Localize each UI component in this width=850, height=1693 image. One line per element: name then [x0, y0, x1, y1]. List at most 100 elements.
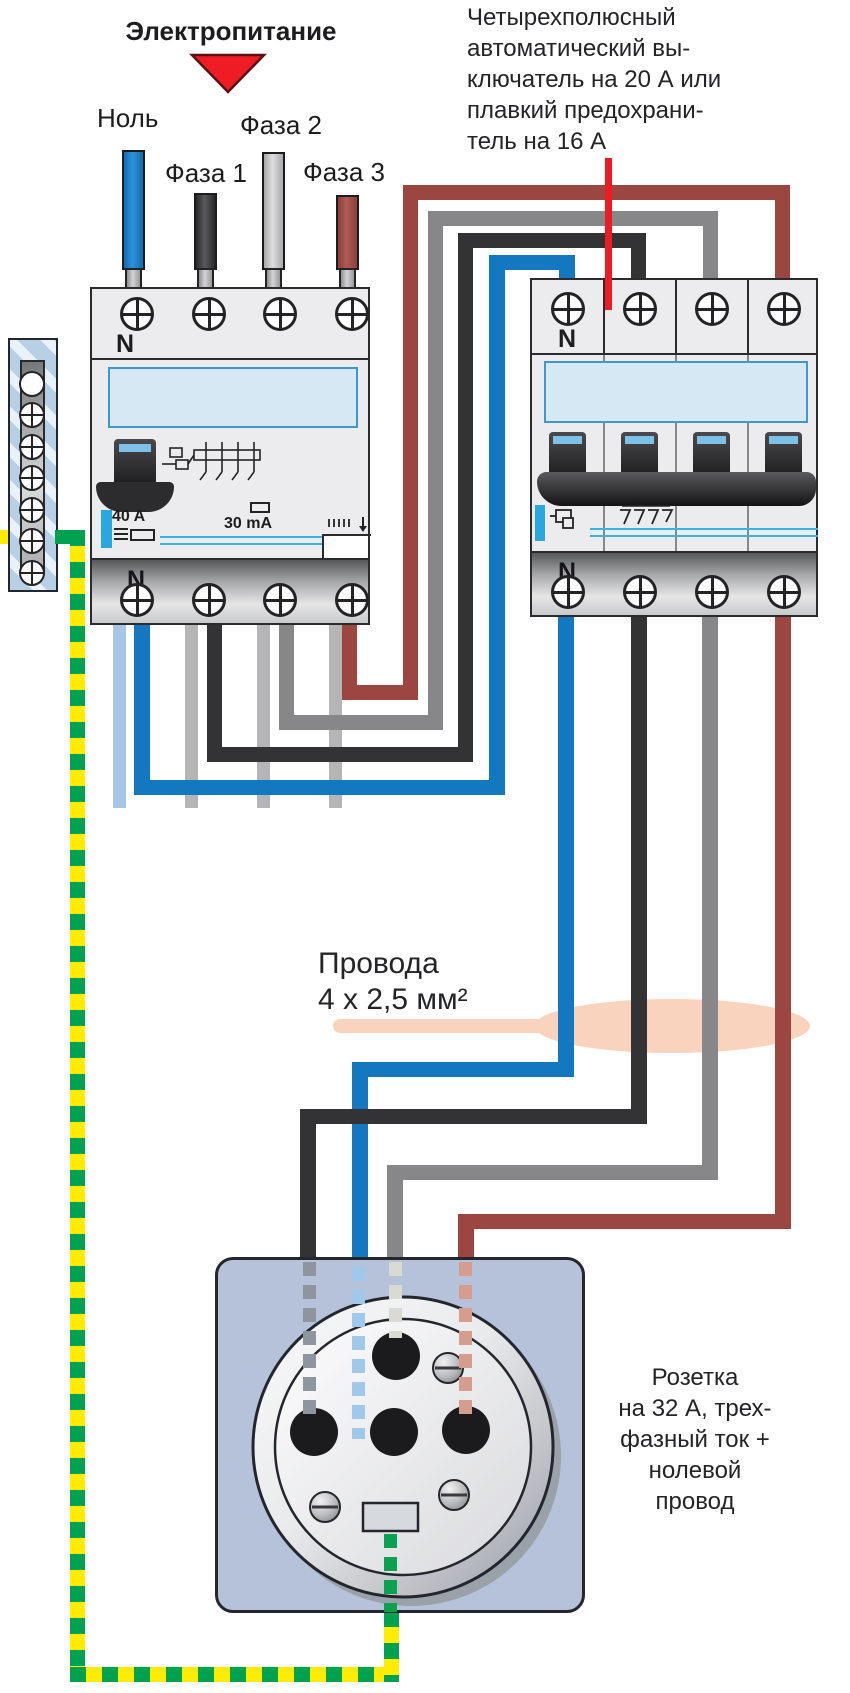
rcd-switch-stripe: [119, 444, 151, 452]
breaker-switch-stripe: [625, 436, 654, 444]
wire-segment: [775, 185, 790, 280]
breaker-switch-stripe: [697, 436, 726, 444]
wire-segment: [489, 262, 505, 795]
screw-terminal-icon: [695, 575, 729, 609]
screw-terminal-icon: [263, 583, 297, 617]
breaker-device: N N: [530, 278, 818, 617]
phase2-label: Фаза 2: [240, 110, 322, 140]
ground-wire-segment: [70, 530, 85, 1682]
screw-terminal-icon: [551, 575, 585, 609]
screw-terminal-icon: [335, 297, 369, 331]
socket-pin-hole: [442, 1406, 490, 1454]
wire-segment: [342, 685, 418, 700]
breaker-note-line: ключатель на 20 А или: [467, 66, 722, 93]
bus-screw-terminal-icon: [19, 528, 45, 554]
neutral-label: Ноль: [97, 103, 159, 133]
socket-note-line: фазный ток +: [620, 1426, 770, 1453]
breaker-switch-stripe: [553, 436, 582, 444]
phase1-hidden-wire: [303, 1262, 316, 1420]
cable-highlight-ellipse: [534, 999, 810, 1053]
bus-screw-terminal-icon: [19, 560, 45, 586]
socket-screw-icon: [309, 1491, 341, 1523]
screw-terminal-icon: [120, 583, 154, 617]
power-arrow-icon: [189, 53, 267, 94]
wire-segment: [352, 1062, 574, 1077]
socket-face: [251, 1295, 561, 1606]
rcd-sensitivity-label: 30 mA: [224, 515, 273, 532]
socket-note: Розетка на 32 А, трех- фазный ток + ноле…: [595, 1362, 795, 1517]
phase2-supply-wire: [262, 152, 285, 270]
power-supply-title: Электропитание: [125, 16, 337, 46]
socket-note-line: на 32 А, трех-: [618, 1395, 772, 1422]
wire-segment: [403, 192, 418, 700]
ground-wire-stub: [0, 530, 8, 544]
breaker-trip-units-icon: [620, 505, 674, 525]
screw-terminal-icon: [192, 583, 226, 617]
wire-segment: [387, 1165, 403, 1262]
breaker-divider-lines: [590, 528, 818, 537]
wire-segment: [631, 233, 646, 280]
cable-highlight-pointer: [333, 1019, 573, 1033]
wires-note-line: 4 х 2,5 мм²: [318, 983, 468, 1016]
ground-wire-segment: [384, 1611, 399, 1682]
wire-segment: [558, 617, 574, 1077]
rcd-rating-label: 40 A: [112, 508, 146, 525]
wire-segment: [279, 715, 443, 730]
ground-hidden-wire: [384, 1534, 397, 1612]
wire-segment: [428, 218, 443, 730]
breaker-note-line: плавкий предохрани-: [467, 97, 704, 124]
rcd-label-window: [108, 367, 358, 428]
phase3-supply-wire: [336, 195, 359, 270]
screw-terminal-icon: [551, 292, 585, 326]
neutral-supply-wire: [122, 150, 145, 270]
screw-terminal-icon: [767, 292, 801, 326]
bus-hole-icon: [19, 371, 45, 397]
wire-segment: [403, 185, 790, 200]
wire-segment: [207, 625, 222, 762]
cell-divider: [603, 280, 605, 355]
rcd-neutral-terminal-label: N: [116, 330, 135, 358]
wire-segment: [559, 255, 575, 280]
wire-segment: [458, 1214, 791, 1229]
breaker-neutral-terminal-label: N: [558, 325, 577, 353]
breaker-note-line: Четырехполюсный: [467, 4, 676, 31]
wire-ferrule: [265, 268, 282, 289]
screw-terminal-icon: [335, 583, 369, 617]
socket-ground-slot: [361, 1501, 420, 1533]
ground-wire-segment: [70, 1667, 399, 1682]
rcd-sensitivity-icon: [250, 502, 270, 513]
spare-neutral-stub-wire: [113, 625, 126, 808]
breaker-note: Четырехполюсный автоматический вы- ключа…: [467, 2, 721, 157]
breaker-note-line: тель на 16 А: [467, 128, 607, 155]
socket-screw-icon: [438, 1479, 470, 1511]
screw-terminal-icon: [623, 292, 657, 326]
wire-ferrule: [339, 268, 356, 289]
wire-segment: [300, 1109, 647, 1124]
screw-terminal-icon: [263, 297, 297, 331]
wire-ferrule: [125, 268, 142, 289]
ground-bus: [8, 338, 58, 592]
wire-segment: [489, 255, 575, 270]
wire-segment: [631, 617, 647, 1124]
wire-segment: [342, 625, 357, 700]
rcd-schematic-icon: [162, 442, 261, 481]
cell-divider: [747, 280, 749, 355]
phase3-label: Фаза 3: [303, 157, 385, 187]
spare-phase-stub-wire: [257, 625, 270, 808]
screw-terminal-icon: [192, 297, 226, 331]
wires-note: Провода 4 х 2,5 мм²: [318, 946, 468, 1018]
breaker-note-line: автоматический вы-: [467, 35, 691, 62]
wire-segment: [387, 1165, 718, 1180]
screw-terminal-icon: [120, 297, 154, 331]
wire-segment: [703, 211, 718, 280]
screw-terminal-icon: [767, 575, 801, 609]
wire-ferrule: [197, 268, 214, 289]
wire-segment: [775, 617, 791, 1229]
wire-segment: [300, 1109, 316, 1262]
breaker-blue-marker: [535, 505, 545, 541]
wire-segment: [134, 625, 150, 795]
breaker-contact-icon: [550, 509, 574, 529]
breaker-tie-bar: [537, 472, 816, 506]
bus-screw-terminal-icon: [19, 465, 45, 491]
